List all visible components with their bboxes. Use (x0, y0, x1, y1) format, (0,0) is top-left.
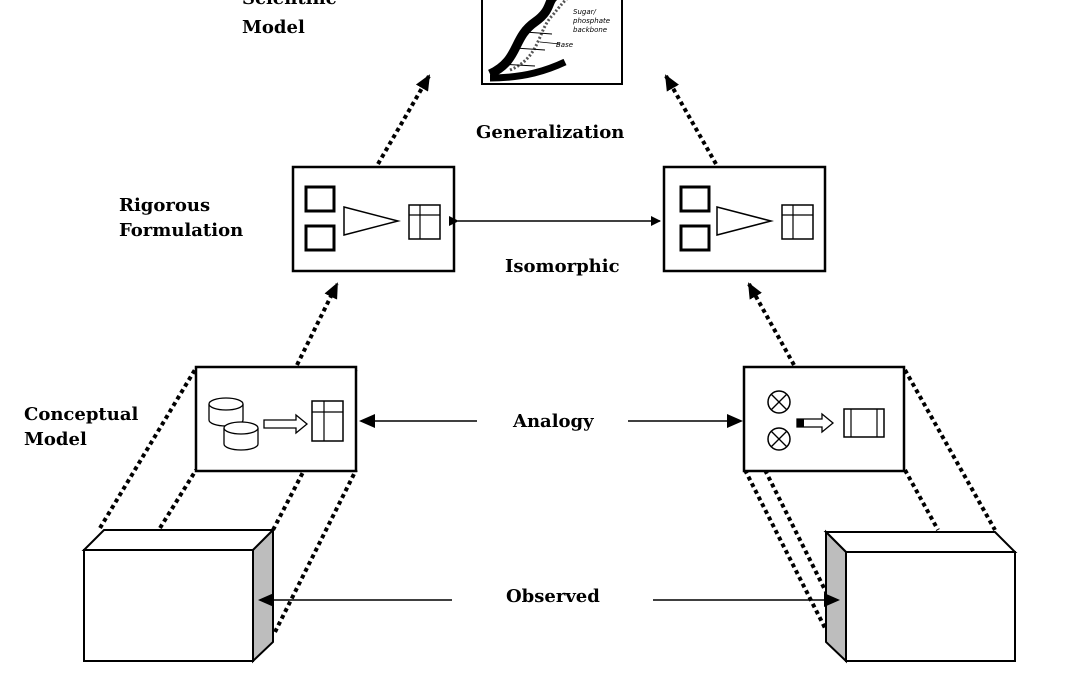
analogy-label: Analogy (512, 411, 594, 432)
generalization-label: Generalization (476, 122, 624, 143)
dna-label-sugar: Sugar/ (573, 8, 596, 16)
rigorous-formulation-box-right (662, 165, 827, 273)
scientific-model-label-line2: Model (242, 17, 305, 38)
formulation-arrow-left (295, 282, 339, 366)
conceptual-model-box-left (194, 365, 358, 473)
projection-line-left (273, 469, 358, 633)
projection-line-right (903, 469, 940, 531)
observed-system-box-right (823, 529, 1018, 664)
generalization-arrow-right (664, 74, 718, 165)
projection-line-right (903, 369, 997, 531)
generalization-arrow-left (376, 74, 431, 166)
conceptual-model-box-right (742, 365, 906, 473)
rigorous-formulation-label-line1: Rigorous (119, 195, 210, 216)
rigorous-formulation-label-line2: Formulation (119, 220, 243, 241)
observed-label: Observed (506, 586, 600, 607)
projection-line-left (158, 468, 198, 530)
isomorphic-label: Isomorphic (505, 256, 620, 277)
rigorous-formulation-box-left (291, 165, 456, 273)
dna-label-backbone: backbone (573, 26, 607, 34)
projection-line-left (98, 366, 198, 530)
scientific-model-label-line1: Scientific (242, 0, 337, 9)
conceptual-model-label-line2: Model (24, 429, 87, 450)
observed-system-box-left (81, 527, 276, 664)
dna-image-box: Sugar/ phosphate backbone Base (481, 0, 623, 85)
dna-label-base: Base (556, 41, 573, 49)
conceptual-model-label-line1: Conceptual (24, 404, 138, 425)
projection-line-right (743, 469, 828, 631)
dna-label-phosphate: phosphate (572, 17, 610, 25)
formulation-arrow-right (747, 282, 796, 366)
